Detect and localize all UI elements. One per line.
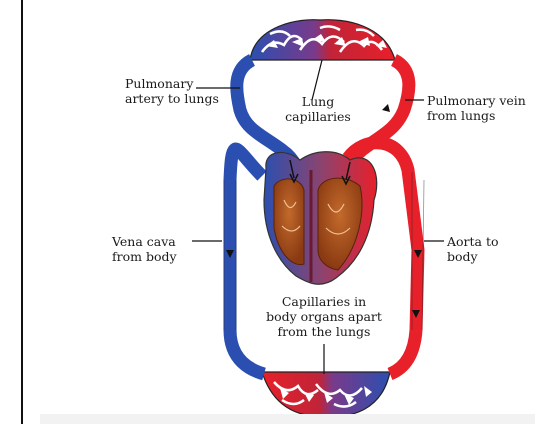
vena-cava-label: Vena cava from body <box>112 234 177 264</box>
lung-capillaries-label: Lung capillaries <box>285 94 351 124</box>
pulmonary-vein-label: Pulmonary vein from lungs <box>427 93 526 123</box>
aorta-label: Aorta to body <box>447 234 499 264</box>
body-capillaries-label: Capillaries in body organs apart from th… <box>266 294 382 339</box>
body-capillary-bed <box>261 371 391 417</box>
lung-capillary-bed <box>249 19 396 61</box>
pulmonary-artery-label: Pulmonary artery to lungs <box>125 76 219 106</box>
heart <box>263 151 378 285</box>
bottom-strip <box>40 414 535 424</box>
leader-lines <box>192 59 444 374</box>
flow-arrows <box>226 104 422 318</box>
